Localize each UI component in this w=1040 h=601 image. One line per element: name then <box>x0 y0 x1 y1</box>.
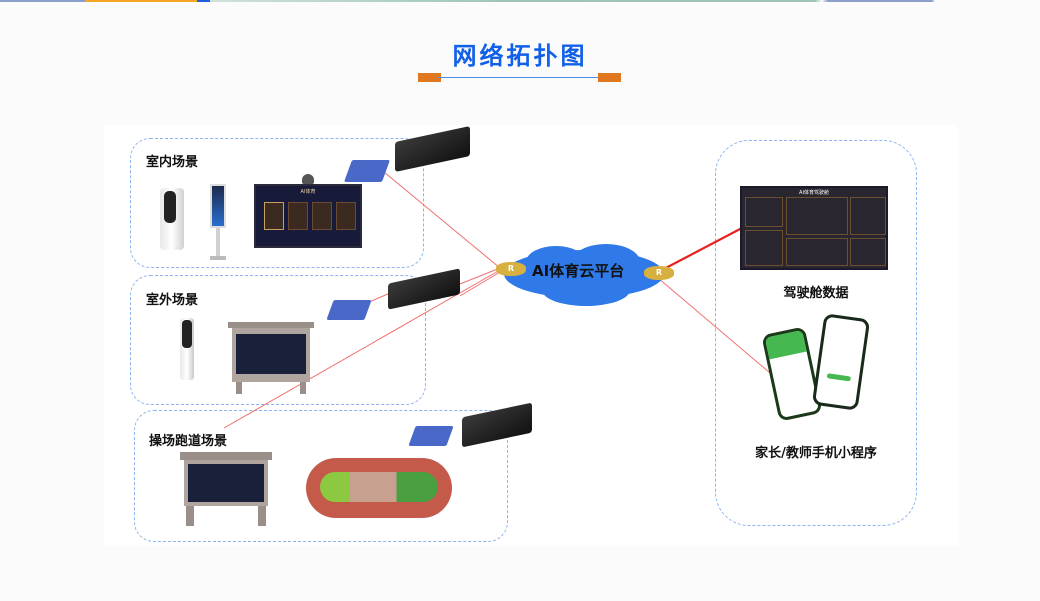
display-card <box>336 202 356 230</box>
signage-kiosk-indoor <box>210 184 226 228</box>
top-decor-strip <box>0 0 1040 2</box>
ai-sports-display: AI体育 <box>254 184 362 248</box>
track-infield <box>320 472 438 502</box>
router-icon-right: R <box>644 266 674 280</box>
signage-pole <box>216 228 220 256</box>
billboard-leg <box>236 382 242 394</box>
display-card <box>264 202 284 230</box>
cockpit-dashboard: AI体育驾驶舱 <box>740 186 888 270</box>
signage-base <box>210 256 226 260</box>
cockpit-panel <box>786 238 848 266</box>
cloud-shape <box>526 246 586 278</box>
scene-outdoor-label: 室外场景 <box>146 293 199 308</box>
display-title: AI体育 <box>300 189 316 195</box>
billboard-roof <box>180 452 272 460</box>
billboard-screen <box>236 334 306 374</box>
cockpit-panel <box>745 230 783 266</box>
billboard-leg <box>300 382 306 394</box>
cockpit-title: AI体育驾驶舱 <box>799 190 829 196</box>
billboard-leg <box>186 506 194 526</box>
page-title: 网络拓扑图 <box>452 42 588 70</box>
billboard-leg <box>258 506 266 526</box>
phone-button <box>826 373 852 382</box>
router-icon-left: R <box>496 262 526 276</box>
face-kiosk-outdoor <box>180 318 194 380</box>
phone-header <box>764 329 807 360</box>
billboard-roof <box>228 322 314 328</box>
kiosk-screen <box>164 191 176 223</box>
billboard-outdoor <box>228 322 314 394</box>
title-rule-cap-right <box>598 73 621 82</box>
cockpit-panel <box>745 197 783 227</box>
camera-icon <box>302 174 314 184</box>
cloud-platform <box>504 244 664 306</box>
cloud-shape <box>572 244 640 280</box>
cloud-label: AI体育云平台 <box>532 262 625 280</box>
title-underline <box>418 73 621 82</box>
billboard-screen <box>188 464 264 502</box>
kiosk-screen <box>182 320 192 348</box>
scene-track-label: 操场跑道场景 <box>149 434 228 449</box>
campus-building-icon <box>326 300 372 320</box>
face-kiosk-indoor <box>160 188 184 250</box>
campus-building-icon <box>408 426 454 446</box>
cockpit-panel <box>850 197 886 235</box>
cockpit-panel <box>786 197 848 235</box>
campus-building-icon <box>343 160 391 182</box>
miniapp-caption: 家长/教师手机小程序 <box>755 446 877 461</box>
title-rule-cap-left <box>418 73 441 82</box>
scene-indoor-label: 室内场景 <box>146 155 199 170</box>
cockpit-panel <box>850 238 886 266</box>
cloud-shape <box>542 274 630 306</box>
cockpit-caption: 驾驶舱数据 <box>783 286 849 301</box>
running-track <box>306 458 452 518</box>
display-card <box>288 202 308 230</box>
display-card <box>312 202 332 230</box>
title-rule-line <box>438 77 601 78</box>
billboard-track <box>180 452 272 526</box>
